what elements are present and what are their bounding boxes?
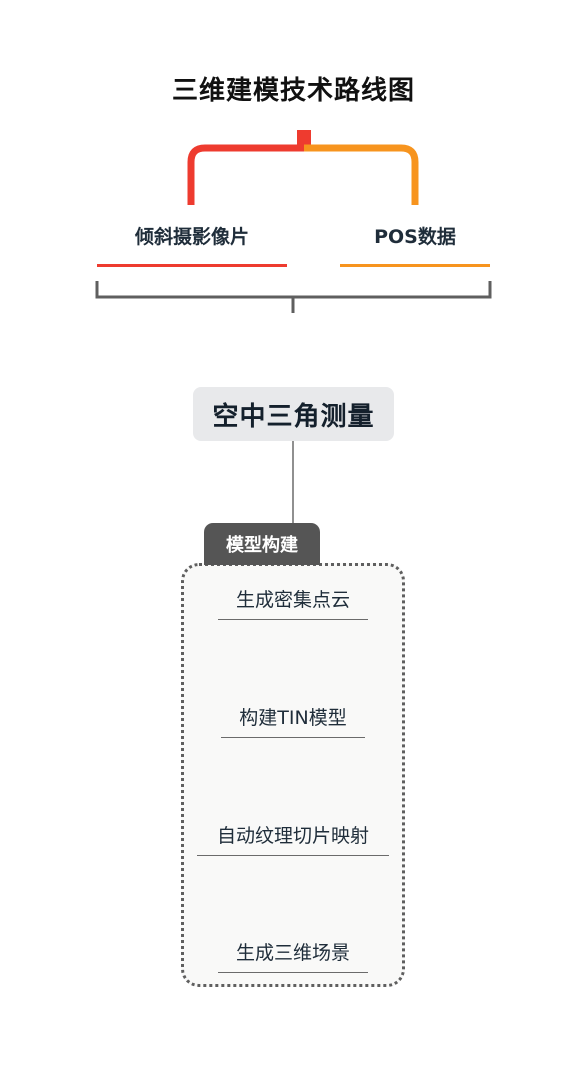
step-texture-mapping: 自动纹理切片映射 (197, 821, 389, 856)
split-left-branch (187, 144, 304, 205)
aerial-triangulation-node: 空中三角测量 (193, 387, 394, 441)
source-oblique-photos-underline (97, 264, 287, 267)
step-tin-model: 构建TIN模型 (221, 703, 365, 738)
step-dense-point-cloud: 生成密集点云 (218, 585, 368, 620)
model-construction-group-label: 模型构建 (204, 523, 320, 565)
merge-bracket (95, 281, 492, 299)
step-3d-scene: 生成三维场景 (218, 938, 368, 973)
source-oblique-photos: 倾斜摄影像片 (134, 226, 249, 248)
source-pos-data-underline (340, 264, 490, 267)
split-right-branch (304, 144, 419, 205)
source-pos-data: POS数据 (374, 226, 456, 248)
diagram-title: 三维建模技术路线图 (171, 76, 415, 106)
model-construction-group (181, 563, 405, 987)
